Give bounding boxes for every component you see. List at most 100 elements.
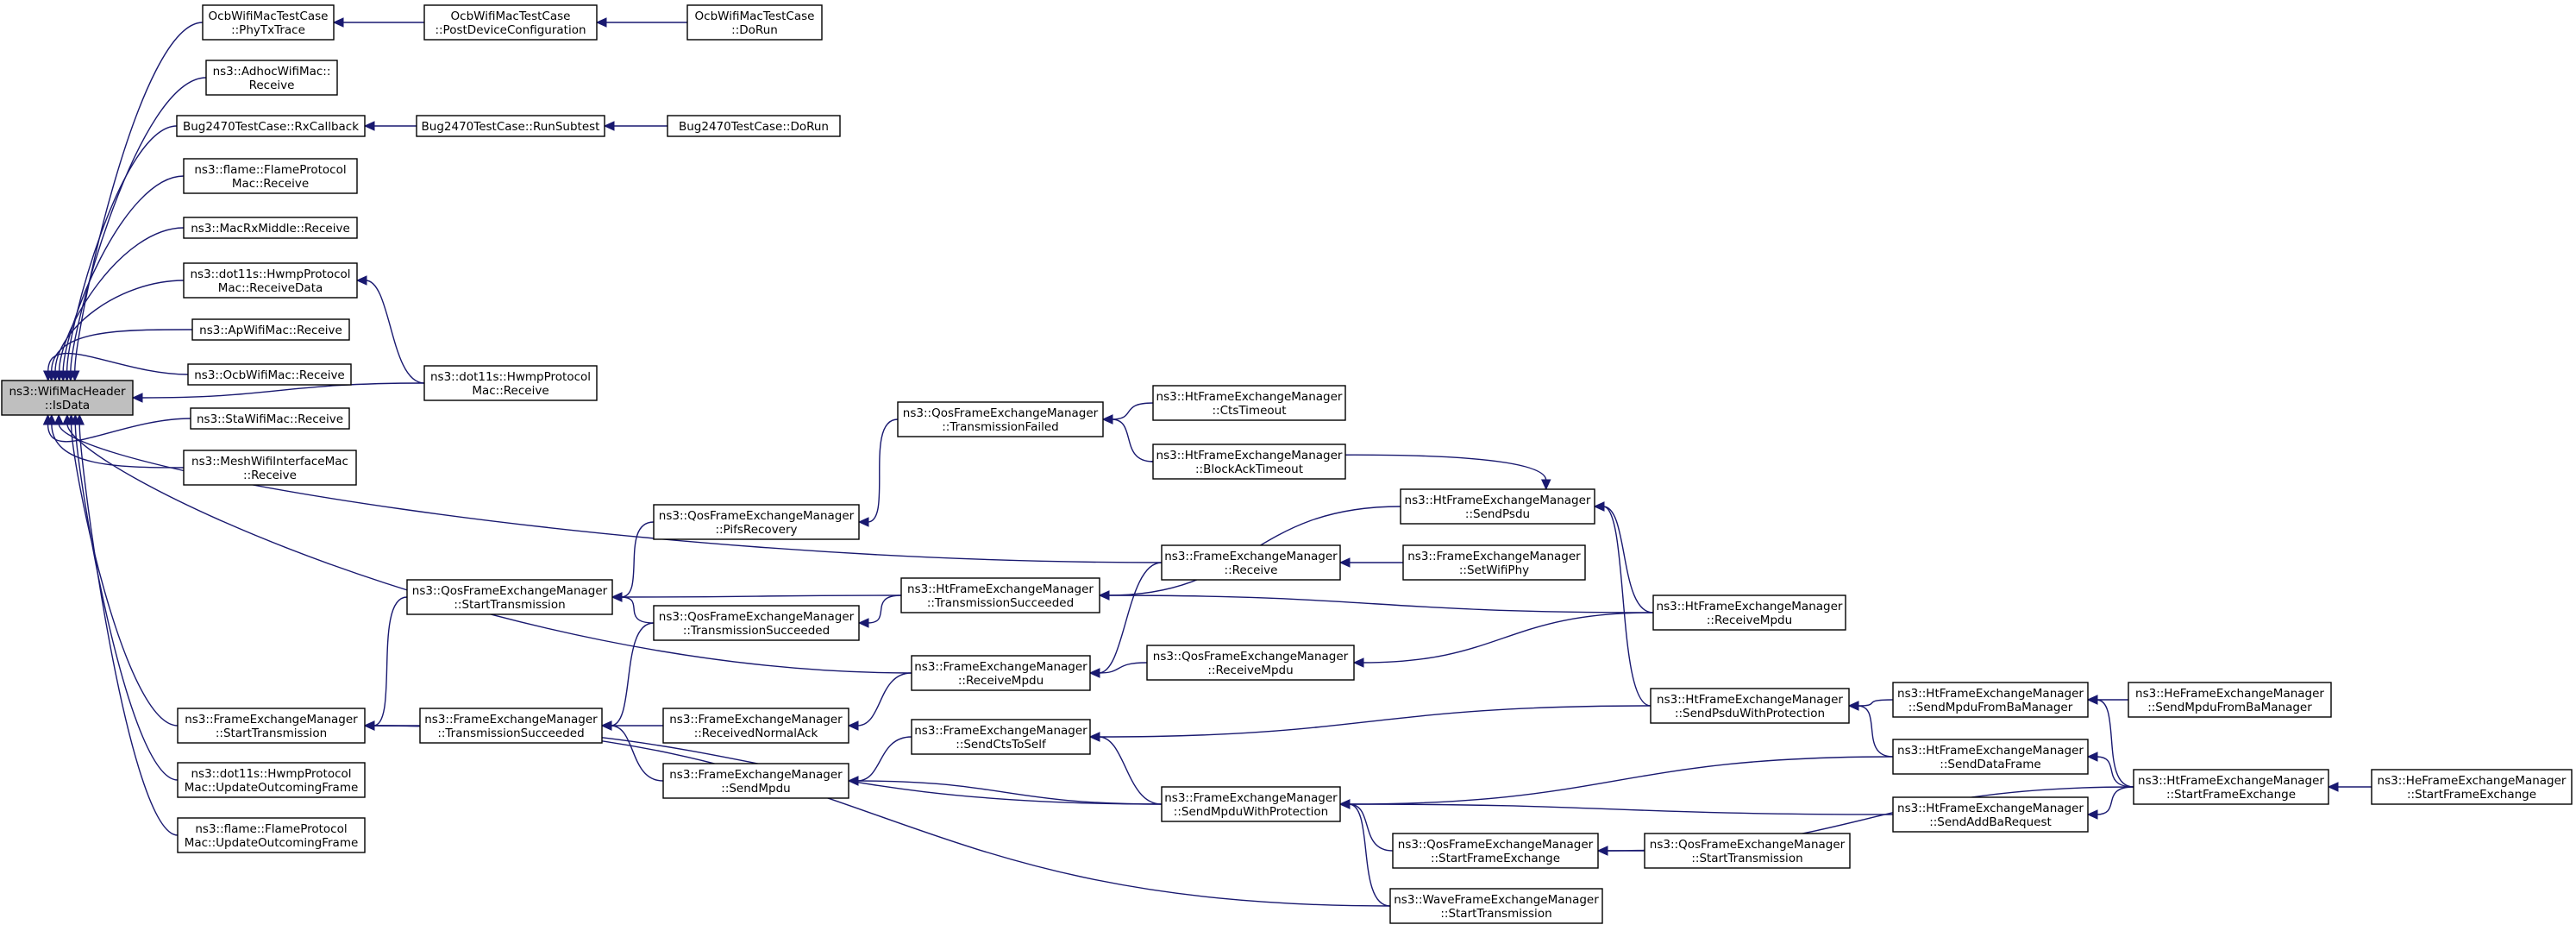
edge-arrowhead (595, 17, 607, 28)
node-box (1161, 544, 1341, 581)
edge-line (1362, 612, 1654, 664)
graph-nodes: ns3::WifiMacHeader::IsData OcbWifiMacTest… (1, 4, 2573, 924)
node-fem-recvmpdu[interactable]: ns3::FrameExchangeManager::ReceiveMpdu (911, 655, 1091, 691)
edge-arrowhead (2327, 782, 2339, 792)
node-qfem-start2[interactable]: ns3::QosFrameExchangeManager::StartTrans… (1644, 833, 1851, 869)
edge-arrowhead (131, 393, 143, 403)
edge-line (2096, 699, 2134, 788)
node-bug-rx[interactable]: Bug2470TestCase::RxCallback (176, 115, 366, 137)
node-fem-smwp[interactable]: ns3::FrameExchangeManager::SendMpduWithP… (1161, 786, 1341, 822)
node-macrx-recv[interactable]: ns3::MacRxMiddle::Receive (183, 217, 358, 239)
node-ocbmac-recv[interactable]: ns3::OcbWifiMac::Receive (187, 363, 352, 386)
node-label: ns3::FrameExchangeManager (1164, 550, 1338, 563)
node-box (183, 158, 358, 194)
edge-line (1098, 662, 1148, 674)
edge-arrowhead (1338, 799, 1351, 809)
node-label: ns3::FrameExchangeManager (914, 660, 1087, 674)
node-label: ::Receive (1225, 563, 1278, 577)
node-qfem-pifs[interactable]: ns3::QosFrameExchangeManager::PifsRecove… (653, 504, 860, 540)
node-fem-txsucc[interactable]: ns3::FrameExchangeManager::TransmissionS… (419, 708, 603, 744)
node-ocb-dorun[interactable]: OcbWifiMacTestCase::DoRun (686, 4, 823, 41)
node-box (1400, 488, 1595, 525)
edge-macrx-recv-to-root (53, 227, 185, 382)
node-box (2371, 769, 2573, 805)
node-htfem-smfba[interactable]: ns3::HtFrameExchangeManager::SendMpduFro… (1892, 682, 2089, 718)
node-label: ::SendMpduFromBaManager (2147, 701, 2312, 714)
node-label: ::PifsRecovery (715, 523, 797, 537)
node-fem-rnack[interactable]: ns3::FrameExchangeManager::ReceivedNorma… (662, 708, 849, 744)
node-htfem-sendpsdu[interactable]: ns3::HtFrameExchangeManager::SendPsdu (1400, 488, 1595, 525)
node-label: ns3::MeshWifiInterfaceMac (191, 455, 348, 469)
node-htfem-spwp[interactable]: ns3::HtFrameExchangeManager::SendPsduWit… (1650, 688, 1850, 724)
edge-line (58, 227, 185, 373)
node-label: ::Receive (243, 469, 297, 482)
edge-htfem-saba-to-fem-smwp (1338, 799, 1894, 815)
edge-bug-dorun-to-bug-runsub (603, 121, 668, 131)
node-hwmp-recvdata[interactable]: ns3::dot11s::HwmpProtocolMac::ReceiveDat… (183, 262, 358, 299)
node-ap-recv[interactable]: ns3::ApWifiMac::Receive (191, 318, 350, 341)
node-flame-upd[interactable]: ns3::flame::FlameProtocolMac::UpdateOutc… (177, 817, 366, 853)
node-htfem-recvmpdu[interactable]: ns3::HtFrameExchangeManager::ReceiveMpdu (1652, 594, 1846, 631)
node-fem-setphy[interactable]: ns3::FrameExchangeManager::SetWifiPhy (1402, 544, 1586, 581)
node-label: ns3::FrameExchangeManager (424, 713, 598, 727)
node-htfem-sfe[interactable]: ns3::HtFrameExchangeManager::StartFrameE… (2133, 769, 2329, 805)
node-box (2128, 682, 2332, 718)
node-wfem-start[interactable]: ns3::WaveFrameExchangeManager::StartTran… (1389, 888, 1603, 924)
node-qfem-sfe[interactable]: ns3::QosFrameExchangeManager::StartFrame… (1392, 833, 1599, 869)
node-label: ns3::ApWifiMac::Receive (199, 324, 342, 337)
node-box (176, 115, 366, 137)
node-fem-start[interactable]: ns3::FrameExchangeManager::StartTransmis… (177, 708, 366, 744)
edge-line (1857, 699, 1894, 707)
edge-line (1098, 736, 1163, 805)
node-box (1152, 385, 1346, 421)
edge-arrowhead (1088, 732, 1100, 742)
node-label: ::IsData (45, 399, 90, 412)
edge-line (610, 622, 655, 727)
node-label: ns3::FrameExchangeManager (914, 724, 1087, 738)
edge-htfem-spwp-to-fem-cts (1088, 705, 1652, 742)
node-label: ns3::MacRxMiddle::Receive (191, 222, 350, 236)
node-fem-cts[interactable]: ns3::FrameExchangeManager::SendCtsToSelf (911, 719, 1091, 755)
node-htfem-sdf[interactable]: ns3::HtFrameExchangeManager::SendDataFra… (1892, 739, 2089, 775)
node-htfem-baTo[interactable]: ns3::HtFrameExchangeManager::BlockAckTim… (1152, 443, 1346, 480)
node-hwmp-upd[interactable]: ns3::dot11s::HwmpProtocolMac::UpdateOutc… (177, 762, 366, 798)
node-label: ns3::HeFrameExchangeManager (2378, 774, 2567, 788)
node-fem-sendmpdu[interactable]: ns3::FrameExchangeManager::SendMpdu (662, 763, 849, 799)
edge-htfem-sfe-to-htfem-smfba (2086, 695, 2134, 788)
edge-qfem-start-to-fem-start (363, 596, 408, 731)
node-qfem-txfail[interactable]: ns3::QosFrameExchangeManager::Transmissi… (897, 401, 1104, 437)
edge-line (856, 736, 912, 782)
node-qfem-recvmpdu[interactable]: ns3::QosFrameExchangeManager::ReceiveMpd… (1146, 645, 1355, 681)
node-label: Mac::ReceiveData (218, 281, 323, 295)
node-htfem-ctsto[interactable]: ns3::HtFrameExchangeManager::CtsTimeout (1152, 385, 1346, 421)
node-htfem-txsucc[interactable]: ns3::HtFrameExchangeManager::Transmissio… (900, 577, 1100, 613)
node-hefem-smfba[interactable]: ns3::HeFrameExchangeManager::SendMpduFro… (2128, 682, 2332, 718)
node-qfem-txsucc[interactable]: ns3::QosFrameExchangeManager::Transmissi… (653, 605, 860, 641)
node-adhoc-recv[interactable]: ns3::AdhocWifiMac::Receive (205, 60, 338, 96)
node-box (183, 262, 358, 299)
node-hefem-sfe[interactable]: ns3::HeFrameExchangeManager::StartFrameE… (2371, 769, 2573, 805)
node-label: ns3::QosFrameExchangeManager (1153, 650, 1349, 664)
edge-line (2096, 756, 2134, 788)
node-label: ns3::WifiMacHeader (9, 385, 126, 399)
edge-bug-runsub-to-bug-rx (363, 121, 417, 131)
edge-arrowhead (1593, 501, 1605, 512)
node-mesh-recv[interactable]: ns3::MeshWifiInterfaceMac::Receive (183, 450, 357, 486)
node-qfem-start[interactable]: ns3::QosFrameExchangeManager::StartTrans… (406, 579, 613, 615)
node-htfem-saba[interactable]: ns3::HtFrameExchangeManager::SendAddBaRe… (1892, 796, 2089, 833)
node-ocb-postdev[interactable]: OcbWifiMacTestCase::PostDeviceConfigurat… (423, 4, 598, 41)
edge-line (47, 352, 189, 375)
node-bug-runsub[interactable]: Bug2470TestCase::RunSubtest (416, 115, 605, 137)
node-ocb-phytx[interactable]: OcbWifiMacTestCase::PhyTxTrace (202, 4, 335, 41)
edge-qfem-pifs-to-qfem-start (611, 521, 655, 602)
node-fem-receive[interactable]: ns3::FrameExchangeManager::Receive (1161, 544, 1341, 581)
edge-line (1111, 418, 1154, 462)
edge-mesh-recv-to-root (47, 413, 185, 469)
edge-arrowhead (1596, 846, 1608, 856)
node-bug-dorun[interactable]: Bug2470TestCase::DoRun (667, 115, 841, 137)
node-sta-recv[interactable]: ns3::StaWifiMac::Receive (190, 407, 350, 430)
node-root[interactable]: ns3::WifiMacHeader::IsData (1, 380, 134, 416)
